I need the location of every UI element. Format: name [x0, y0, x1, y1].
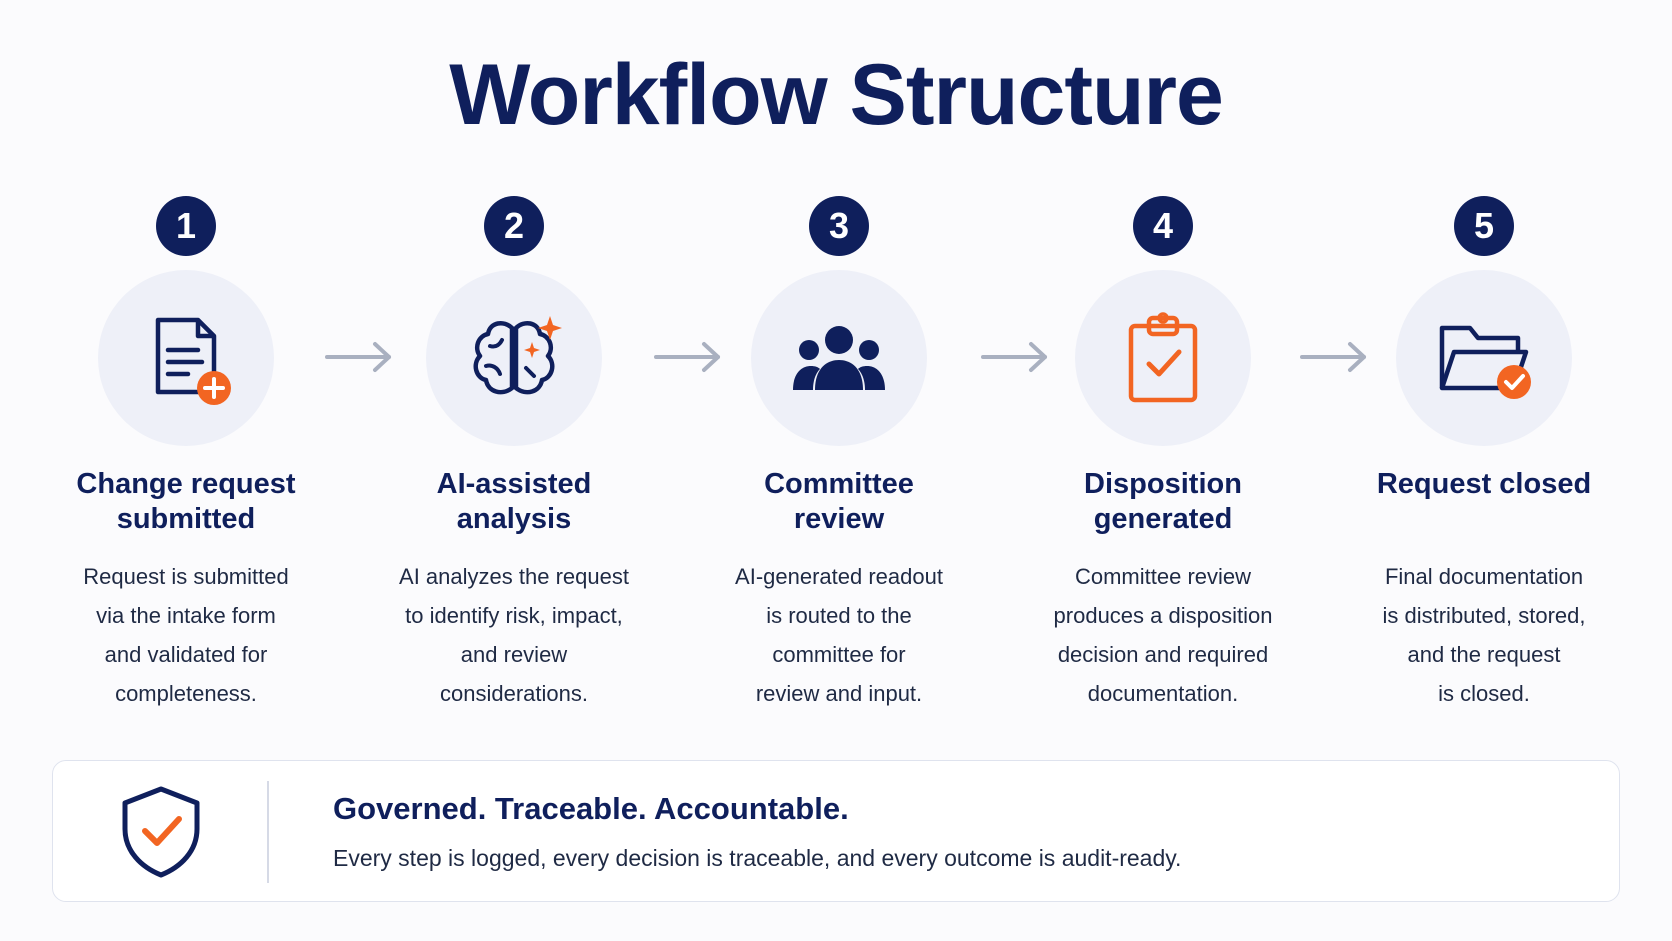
ai-brain-icon	[473, 316, 562, 395]
step-icon-circle	[1396, 270, 1572, 446]
team-icon	[793, 326, 885, 390]
banner-text: Every step is logged, every decision is …	[333, 845, 1182, 871]
arrow-right-icon	[325, 342, 391, 372]
step-icon-circle	[426, 270, 602, 446]
step-number-badge: 3	[809, 196, 869, 256]
clipboard-check-icon	[1128, 312, 1198, 403]
step-2: 2 AI-assisted analysis AI analyzes the r…	[364, 0, 664, 720]
page-title: Workflow Structure	[449, 47, 1224, 143]
step-5: 5 Request closed Final documentation is …	[1334, 0, 1634, 720]
step-description: Committee review produces a disposition …	[1053, 564, 1273, 706]
folder-check-icon	[1439, 325, 1531, 399]
arrow-right-icon	[654, 342, 720, 372]
step-number-badge: 2	[484, 196, 544, 256]
document-add-icon	[155, 317, 231, 405]
step-icon-circle	[98, 270, 274, 446]
step-3: 3 Committee review AI-generated readout …	[689, 0, 989, 720]
step-title: AI-assisted analysis	[436, 468, 592, 535]
step-title: Disposition generated	[1084, 468, 1242, 535]
workflow-steps: 1 Change request submitted Request is su…	[36, 0, 1634, 720]
step-description: AI analyzes the request to identify risk…	[399, 564, 629, 706]
arrow-right-icon	[1300, 342, 1366, 372]
step-4: 4 Disposition generated Committee review…	[1013, 0, 1313, 720]
step-number-badge: 5	[1454, 196, 1514, 256]
banner-headline: Governed. Traceable. Accountable.	[333, 791, 849, 826]
shield-check-icon	[122, 786, 200, 878]
step-title: Request closed	[1376, 468, 1592, 500]
step-1: 1 Change request submitted Request is su…	[36, 0, 336, 720]
arrow-right-icon	[981, 342, 1047, 372]
step-title: Change request submitted	[76, 468, 296, 535]
banner-divider	[267, 781, 269, 883]
step-number-badge: 4	[1133, 196, 1193, 256]
step-description: Final documentation is distributed, stor…	[1382, 564, 1586, 706]
step-title: Committee review	[764, 468, 914, 535]
step-description: AI-generated readout is routed to the co…	[735, 564, 943, 706]
governance-banner: Governed. Traceable. Accountable. Every …	[52, 760, 1620, 902]
step-icon-circle	[1075, 270, 1251, 446]
step-number-badge: 1	[156, 196, 216, 256]
step-icon-circle	[751, 270, 927, 446]
step-description: Request is submitted via the intake form…	[83, 564, 289, 706]
